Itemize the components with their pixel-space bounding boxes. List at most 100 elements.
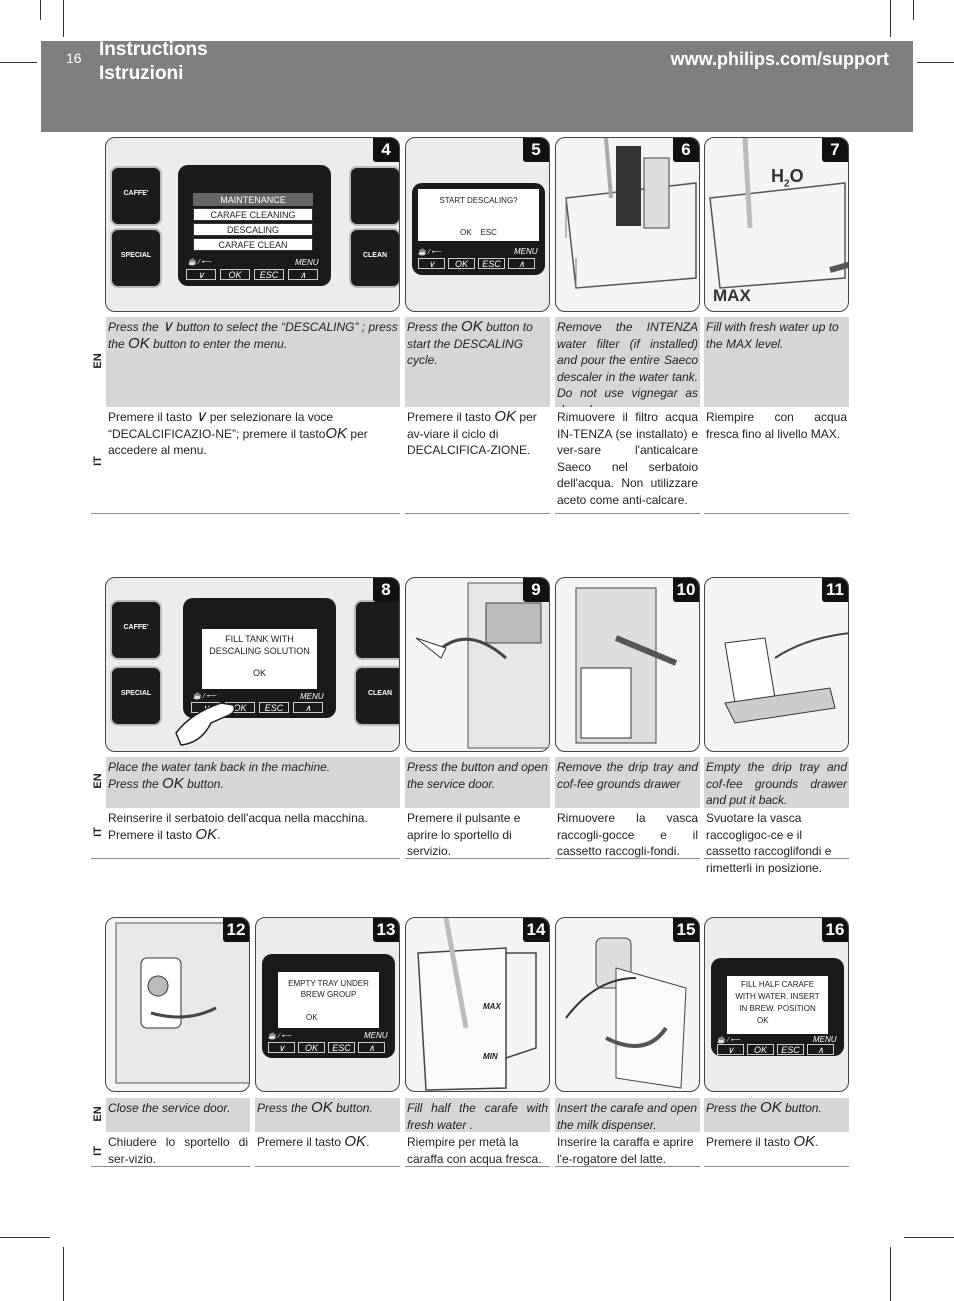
- step-number: 12: [223, 918, 249, 942]
- lcd-line-2: BREW GROUP: [300, 990, 357, 999]
- text-it-16: Premere il tasto OK.: [704, 1132, 849, 1167]
- text-en-12: Close the service door.: [106, 1098, 250, 1132]
- lcd-line-3: IN BREW. POSITION: [739, 1004, 816, 1013]
- min-mark: MIN: [483, 1052, 498, 1061]
- text-en-8: Place the water tank back in the machine…: [106, 757, 400, 808]
- crop-mark: [63, 1247, 64, 1301]
- display-icons: ☕ ⁄ ⟵: [268, 1033, 292, 1040]
- step-number: 8: [373, 578, 399, 602]
- text-en-10: Remove the drip tray and cof-fee grounds…: [555, 757, 700, 808]
- lcd-ok: OK: [252, 668, 266, 678]
- up-key: ∧: [288, 269, 318, 280]
- lcd-line-1: FILL TANK WITH: [225, 634, 294, 644]
- display-icons: ☕ ⁄ ⟵: [717, 1037, 741, 1044]
- menu-item-descaling: DESCALING: [193, 223, 313, 236]
- text-it-15: Inserire la caraffa e aprire l'e-rogator…: [555, 1132, 700, 1167]
- divider: [91, 858, 106, 859]
- crop-mark: [63, 0, 64, 37]
- service-door-illustration: [415, 582, 549, 749]
- empty-drawer-illustration: [724, 632, 848, 724]
- text-it-7: Riempire con acqua fresca fino al livell…: [704, 407, 849, 514]
- menu-item-carafe-clean: CARAFE CLEAN: [193, 238, 313, 251]
- text-en-4: Press the ∨ button to select the “DESCAL…: [106, 317, 400, 407]
- divider: [91, 513, 106, 514]
- lcd-line-1: EMPTY TRAY UNDER: [288, 979, 369, 988]
- esc-key: ESC: [478, 258, 505, 269]
- menu-label: MENU: [514, 247, 538, 256]
- lcd-line-1: FILL HALF CARAFE: [740, 980, 815, 989]
- title-it: Istruzioni: [99, 63, 184, 84]
- top-right-button: [349, 166, 399, 226]
- step-number: 5: [523, 138, 549, 162]
- step-number: 6: [673, 138, 699, 162]
- step-number: 4: [373, 138, 399, 162]
- up-key: ∧: [293, 702, 323, 713]
- text-it-4: Premere il tasto ∨ per selezionare la vo…: [106, 407, 400, 514]
- esc-key: ESC: [328, 1042, 355, 1053]
- machine-display: START DESCALING? OK ESC ☕ ⁄ ⟵ MENU ∨ OK …: [412, 183, 545, 275]
- down-key: ∨: [717, 1044, 744, 1055]
- step-number: 15: [673, 918, 699, 942]
- water-tank-illustration: [709, 138, 848, 289]
- text-it-9: Premere il pulsante e aprire lo sportell…: [405, 808, 550, 859]
- esc-key: ESC: [254, 269, 284, 280]
- step-number: 16: [822, 918, 848, 942]
- display-keys: ∨ OK ESC ∧: [418, 258, 535, 269]
- max-label: MAX: [713, 286, 751, 305]
- step-number: 10: [673, 578, 699, 602]
- text-en-13: Press the OK button.: [255, 1098, 400, 1132]
- menu-label: MENU: [295, 258, 319, 267]
- lang-en: EN: [92, 1106, 104, 1122]
- page-header: [41, 41, 913, 132]
- ok-key: OK: [298, 1042, 325, 1053]
- special-button: SPECIAL: [110, 228, 162, 288]
- crop-mark: [0, 1237, 50, 1238]
- pointing-hand-icon: [175, 702, 236, 746]
- panel-7: H2O MAX 7: [704, 137, 849, 312]
- step-number: 9: [523, 578, 549, 602]
- display-icons: ☕ ⁄ ⟵: [418, 249, 442, 256]
- text-it-11: Svuotare la vasca raccogligoc-ce e il ca…: [704, 808, 849, 875]
- lcd-ok: OK: [757, 1016, 769, 1025]
- down-key: ∨: [268, 1042, 295, 1053]
- menu-item-maintenance: MAINTENANCE: [193, 193, 313, 206]
- divider: [91, 1166, 106, 1167]
- page-number: 16: [66, 50, 82, 66]
- insert-carafe-illustration: [565, 937, 687, 1089]
- lang-en: EN: [92, 773, 104, 789]
- text-en-14: Fill half the carafe with fresh water .: [405, 1098, 550, 1132]
- display-keys: ∨ OK ESC ∧: [717, 1044, 834, 1055]
- panel-11: 11: [704, 577, 849, 752]
- text-en-5: Press the OK button to start the DESCALI…: [405, 317, 550, 407]
- lang-it: IT: [92, 456, 104, 466]
- text-en-6: Remove the INTENZA water filter (if inst…: [555, 317, 700, 417]
- machine-display: MAINTENANCE CARAFE CLEANING DESCALING CA…: [178, 165, 331, 286]
- text-en-15: Insert the carafe and open the milk disp…: [555, 1098, 700, 1132]
- menu-label: MENU: [300, 692, 324, 701]
- lcd-line-2: WITH WATER. INSERT: [735, 992, 820, 1001]
- step-number: 14: [523, 918, 549, 942]
- close-door-illustration: [115, 922, 249, 1084]
- lcd-title: START DESCALING?: [439, 196, 518, 205]
- caffe-button: CAFFE': [110, 600, 162, 660]
- panel-6: 6: [555, 137, 700, 312]
- ok-key: OK: [220, 269, 250, 280]
- step-number: 13: [373, 918, 399, 942]
- caffe-button: CAFFE': [110, 166, 162, 226]
- panel-12: 12: [105, 917, 250, 1092]
- text-it-10: Rimuovere la vasca raccogli-gocce e il c…: [555, 808, 700, 859]
- lcd-ok: OK: [306, 1013, 318, 1022]
- text-en-7: Fill with fresh water up to the MAX leve…: [704, 317, 849, 407]
- esc-key: ESC: [777, 1044, 804, 1055]
- panel-9: 9: [405, 577, 550, 752]
- lcd-menu: MAINTENANCE CARAFE CLEANING DESCALING CA…: [193, 193, 313, 255]
- panel-15: 15: [555, 917, 700, 1092]
- crop-mark: [0, 62, 37, 63]
- text-it-13: Premere il tasto OK.: [255, 1132, 400, 1167]
- lcd-screen: EMPTY TRAY UNDER BREW GROUP OK: [278, 972, 379, 1028]
- crop-mark: [904, 1237, 954, 1238]
- h2o-label: H2O: [771, 166, 804, 190]
- lcd-options: OK ESC: [460, 228, 497, 237]
- title-en: Instructions: [99, 39, 208, 60]
- carafe-illustration: [417, 918, 537, 1091]
